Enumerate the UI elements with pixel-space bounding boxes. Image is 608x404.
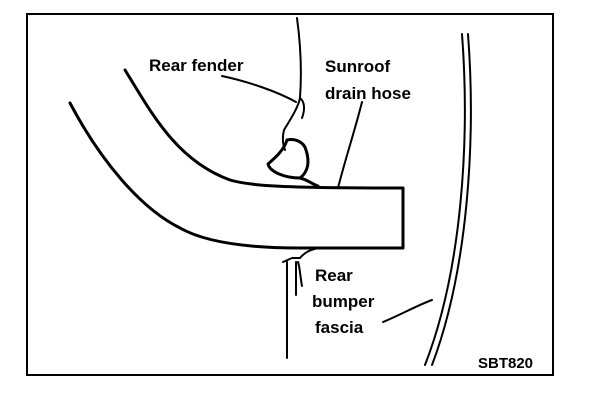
leader-rear-fender (221, 75, 297, 103)
figure-code: SBT820 (478, 355, 533, 372)
bumper-fascia-upper-lip (282, 247, 319, 263)
body-pillar-inner (431, 33, 472, 366)
label-drain-hose: drain hose (325, 84, 411, 103)
figure-frame (26, 13, 554, 376)
rear-fender-panel (281, 17, 302, 151)
label-rear-fender: Rear fender (149, 56, 244, 75)
leader-sunroof-drain-hose (337, 101, 363, 189)
leader-fascia-to-pillar (382, 299, 433, 323)
label-fascia: fascia (315, 318, 364, 337)
body-pillar-outer (424, 33, 466, 366)
label-sunroof: Sunroof (325, 57, 390, 76)
leader-rear-bumper-fascia (297, 261, 303, 287)
label-bumper: bumper (312, 292, 375, 311)
hose-clamp (266, 138, 320, 188)
label-rear: Rear (315, 266, 353, 285)
drain-hose-outer-edge (68, 68, 405, 250)
fender-edge-lower (299, 97, 306, 119)
